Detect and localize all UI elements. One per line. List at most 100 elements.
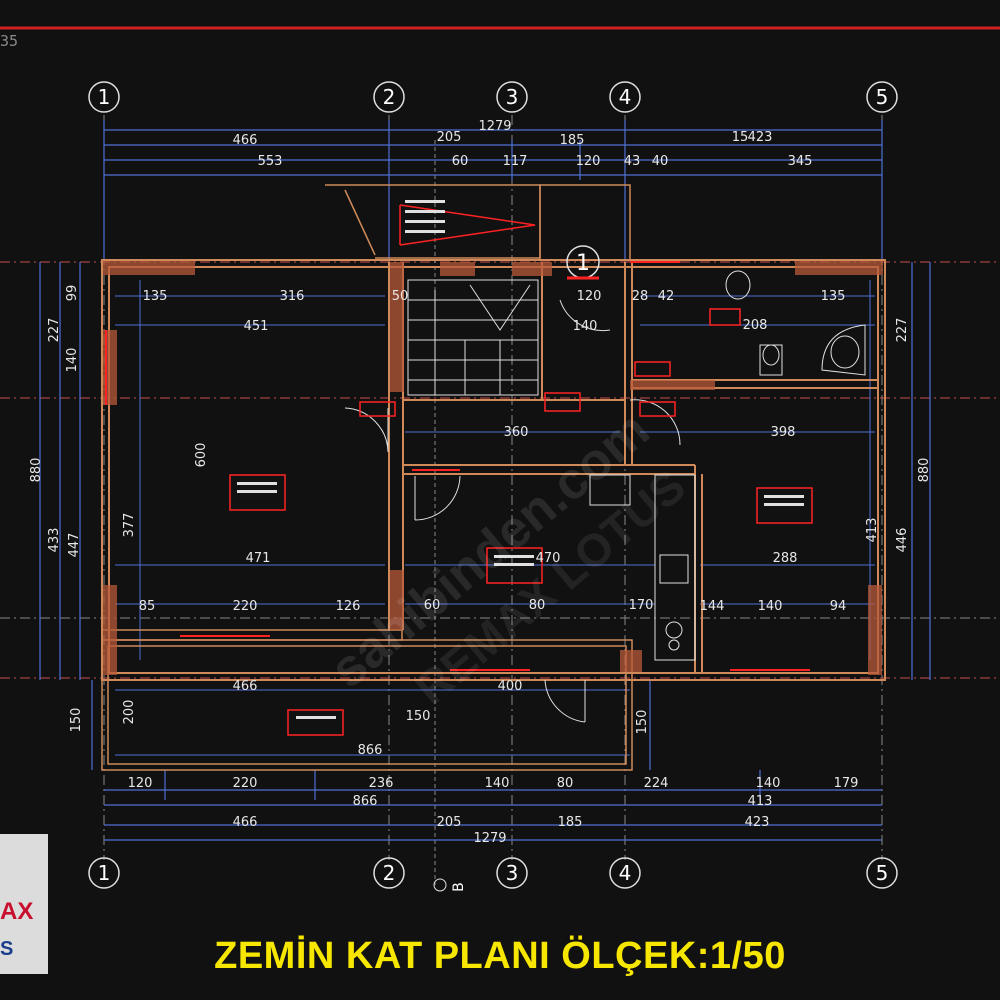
dimension-label: 185 xyxy=(560,133,585,148)
dimension-label: 120 xyxy=(576,154,601,169)
dimension-label: 288 xyxy=(773,551,798,566)
axis-label-top: 3 xyxy=(506,85,519,109)
dimension-label: 471 xyxy=(246,551,271,566)
dimension-label: 880 xyxy=(917,458,932,483)
dimension-label: 600 xyxy=(194,443,209,468)
kitchen-counter xyxy=(589,474,696,661)
walls xyxy=(101,259,886,681)
terrace-outline xyxy=(101,629,633,771)
dimension-label: 423 xyxy=(745,815,770,830)
staircase xyxy=(407,279,539,396)
dimension-label: 117 xyxy=(503,154,528,169)
dimension-label: 126 xyxy=(336,599,361,614)
side-dimension-lines xyxy=(39,262,931,770)
dimension-label: 208 xyxy=(743,318,768,333)
axis-label-bottom: 3 xyxy=(506,861,519,885)
dimension-label: 316 xyxy=(280,289,305,304)
logo-text-top: AX xyxy=(0,898,34,925)
bathroom-fixtures xyxy=(725,270,866,376)
axis-label-bottom: 2 xyxy=(383,861,396,885)
dimension-label: 1279 xyxy=(478,119,511,134)
axis-bubbles-bottom xyxy=(88,857,898,889)
dimension-label: 377 xyxy=(122,513,137,538)
section-marker xyxy=(566,245,600,280)
dimension-label: 140 xyxy=(573,319,598,334)
dimension-label: 205 xyxy=(437,815,462,830)
dimension-label: 144 xyxy=(700,599,725,614)
dimension-label: 99 xyxy=(65,285,80,302)
dimension-label: 466 xyxy=(233,679,258,694)
dimension-label: 470 xyxy=(536,551,561,566)
axis-label-top: 1 xyxy=(98,85,111,109)
dimension-label: 150 xyxy=(69,708,84,733)
dimension-label: 60 xyxy=(424,598,441,613)
dimension-label: 880 xyxy=(29,458,44,483)
axis-label-bottom: 5 xyxy=(876,861,889,885)
dimension-label: 28 xyxy=(632,289,649,304)
dimension-label: 135 xyxy=(143,289,168,304)
plan-title: ZEMİN KAT PLANI ÖLÇEK:1/50 xyxy=(214,935,786,977)
dimension-label: 170 xyxy=(629,598,654,613)
section-letter: B xyxy=(451,882,467,892)
dimension-label: 447 xyxy=(67,533,82,558)
dimension-label: 466 xyxy=(233,133,258,148)
windows xyxy=(105,261,810,671)
bottom-dimension-lines xyxy=(104,770,882,841)
dimension-label: 40 xyxy=(652,154,669,169)
dimension-label: 185 xyxy=(558,815,583,830)
dimension-label: 85 xyxy=(139,599,156,614)
dimension-label: 466 xyxy=(233,815,258,830)
dimension-label: 80 xyxy=(557,776,574,791)
dimension-label: 140 xyxy=(756,776,781,791)
dimension-label: 433 xyxy=(47,528,62,553)
dimension-label: 200 xyxy=(122,700,137,725)
dimension-label: 50 xyxy=(392,289,409,304)
dimension-label: 150 xyxy=(406,709,431,724)
dimension-label: 227 xyxy=(47,318,62,343)
dimension-label: 866 xyxy=(358,743,383,758)
entry-steps xyxy=(325,184,631,261)
axis-bubbles-top xyxy=(88,81,898,113)
top-dimension-lines xyxy=(103,120,883,260)
axis-label-bottom: 1 xyxy=(98,861,111,885)
dimension-label: 220 xyxy=(233,599,258,614)
dimension-label: 140 xyxy=(65,348,80,373)
dimension-label: 413 xyxy=(865,518,880,543)
dimension-label: 866 xyxy=(353,794,378,809)
dimension-label: 451 xyxy=(244,319,269,334)
section-line-b xyxy=(433,878,447,892)
dimension-label: 398 xyxy=(771,425,796,440)
dimension-label: 345 xyxy=(788,154,813,169)
axis-label-top: 4 xyxy=(619,85,632,109)
dimension-label: 236 xyxy=(369,776,394,791)
dimension-label: 43 xyxy=(624,154,641,169)
dimension-label: 60 xyxy=(452,154,469,169)
dimension-label: 553 xyxy=(258,154,283,169)
axis-label-bottom: 4 xyxy=(619,861,632,885)
dimension-label: 80 xyxy=(529,598,546,613)
dimension-label: 423 xyxy=(748,130,773,145)
dimension-label: 140 xyxy=(485,776,510,791)
dimension-label: 360 xyxy=(504,425,529,440)
section-marker-label: 1 xyxy=(576,251,590,276)
dimension-label: 400 xyxy=(498,679,523,694)
interior-dimension-lines xyxy=(115,280,875,756)
logo-text-bottom: S xyxy=(0,938,14,960)
room-tag-lines xyxy=(237,200,804,719)
dimension-label: 15 xyxy=(732,130,749,145)
drawing-number: 35 xyxy=(0,32,19,50)
dimension-label: 120 xyxy=(128,776,153,791)
dimension-label: 446 xyxy=(895,528,910,553)
dimension-label: 135 xyxy=(821,289,846,304)
dimension-label: 42 xyxy=(658,289,675,304)
brick-walls xyxy=(103,261,883,675)
dimension-label: 1279 xyxy=(473,831,506,846)
dimension-label: 140 xyxy=(758,599,783,614)
dimension-label: 224 xyxy=(644,776,669,791)
remax-logo: AX S xyxy=(0,834,48,974)
axis-label-top: 5 xyxy=(876,85,889,109)
